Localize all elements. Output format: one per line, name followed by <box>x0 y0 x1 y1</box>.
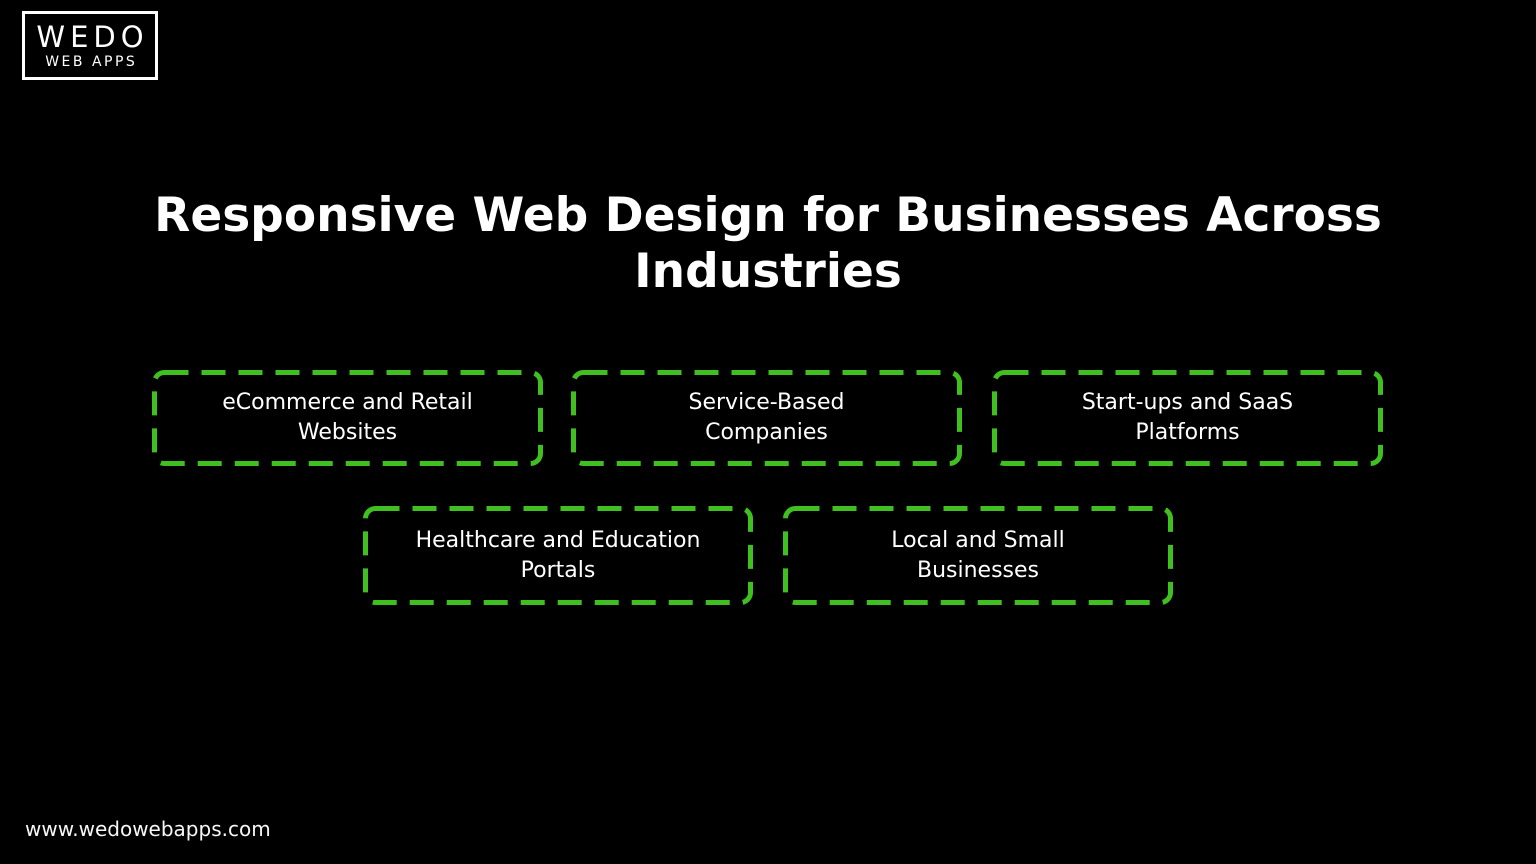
wedo-web-apps-logo: WEDO WEB APPS <box>22 11 158 80</box>
industry-label: Service-Based Companies <box>688 390 845 445</box>
industry-box-healthcare-education: Healthcare and Education Portals <box>363 506 753 605</box>
dashed-border <box>571 370 962 466</box>
logo-wordmark-line2: WEB APPS <box>45 53 138 70</box>
page-title: Responsive Web Design for Businesses Acr… <box>154 188 1382 299</box>
industry-box-ecommerce-retail: eCommerce and Retail Websites <box>152 370 543 466</box>
logo-wordmark-line1: WEDO <box>36 19 149 54</box>
industry-box-service-based: Service-Based Companies <box>571 370 962 466</box>
dashed-border <box>363 506 753 605</box>
footer-website-url: www.wedowebapps.com <box>25 817 271 841</box>
dashed-border <box>992 370 1383 466</box>
industry-box-local-small-businesses: Local and Small Businesses <box>783 506 1173 605</box>
dashed-border <box>783 506 1173 605</box>
industry-label: Healthcare and Education Portals <box>415 527 701 583</box>
industry-label: Local and Small Businesses <box>891 527 1065 583</box>
industry-box-startups-saas: Start-ups and SaaS Platforms <box>992 370 1383 466</box>
dashed-border <box>152 370 543 466</box>
industry-label: eCommerce and Retail Websites <box>222 390 473 445</box>
industry-label: Start-ups and SaaS Platforms <box>1081 390 1294 445</box>
